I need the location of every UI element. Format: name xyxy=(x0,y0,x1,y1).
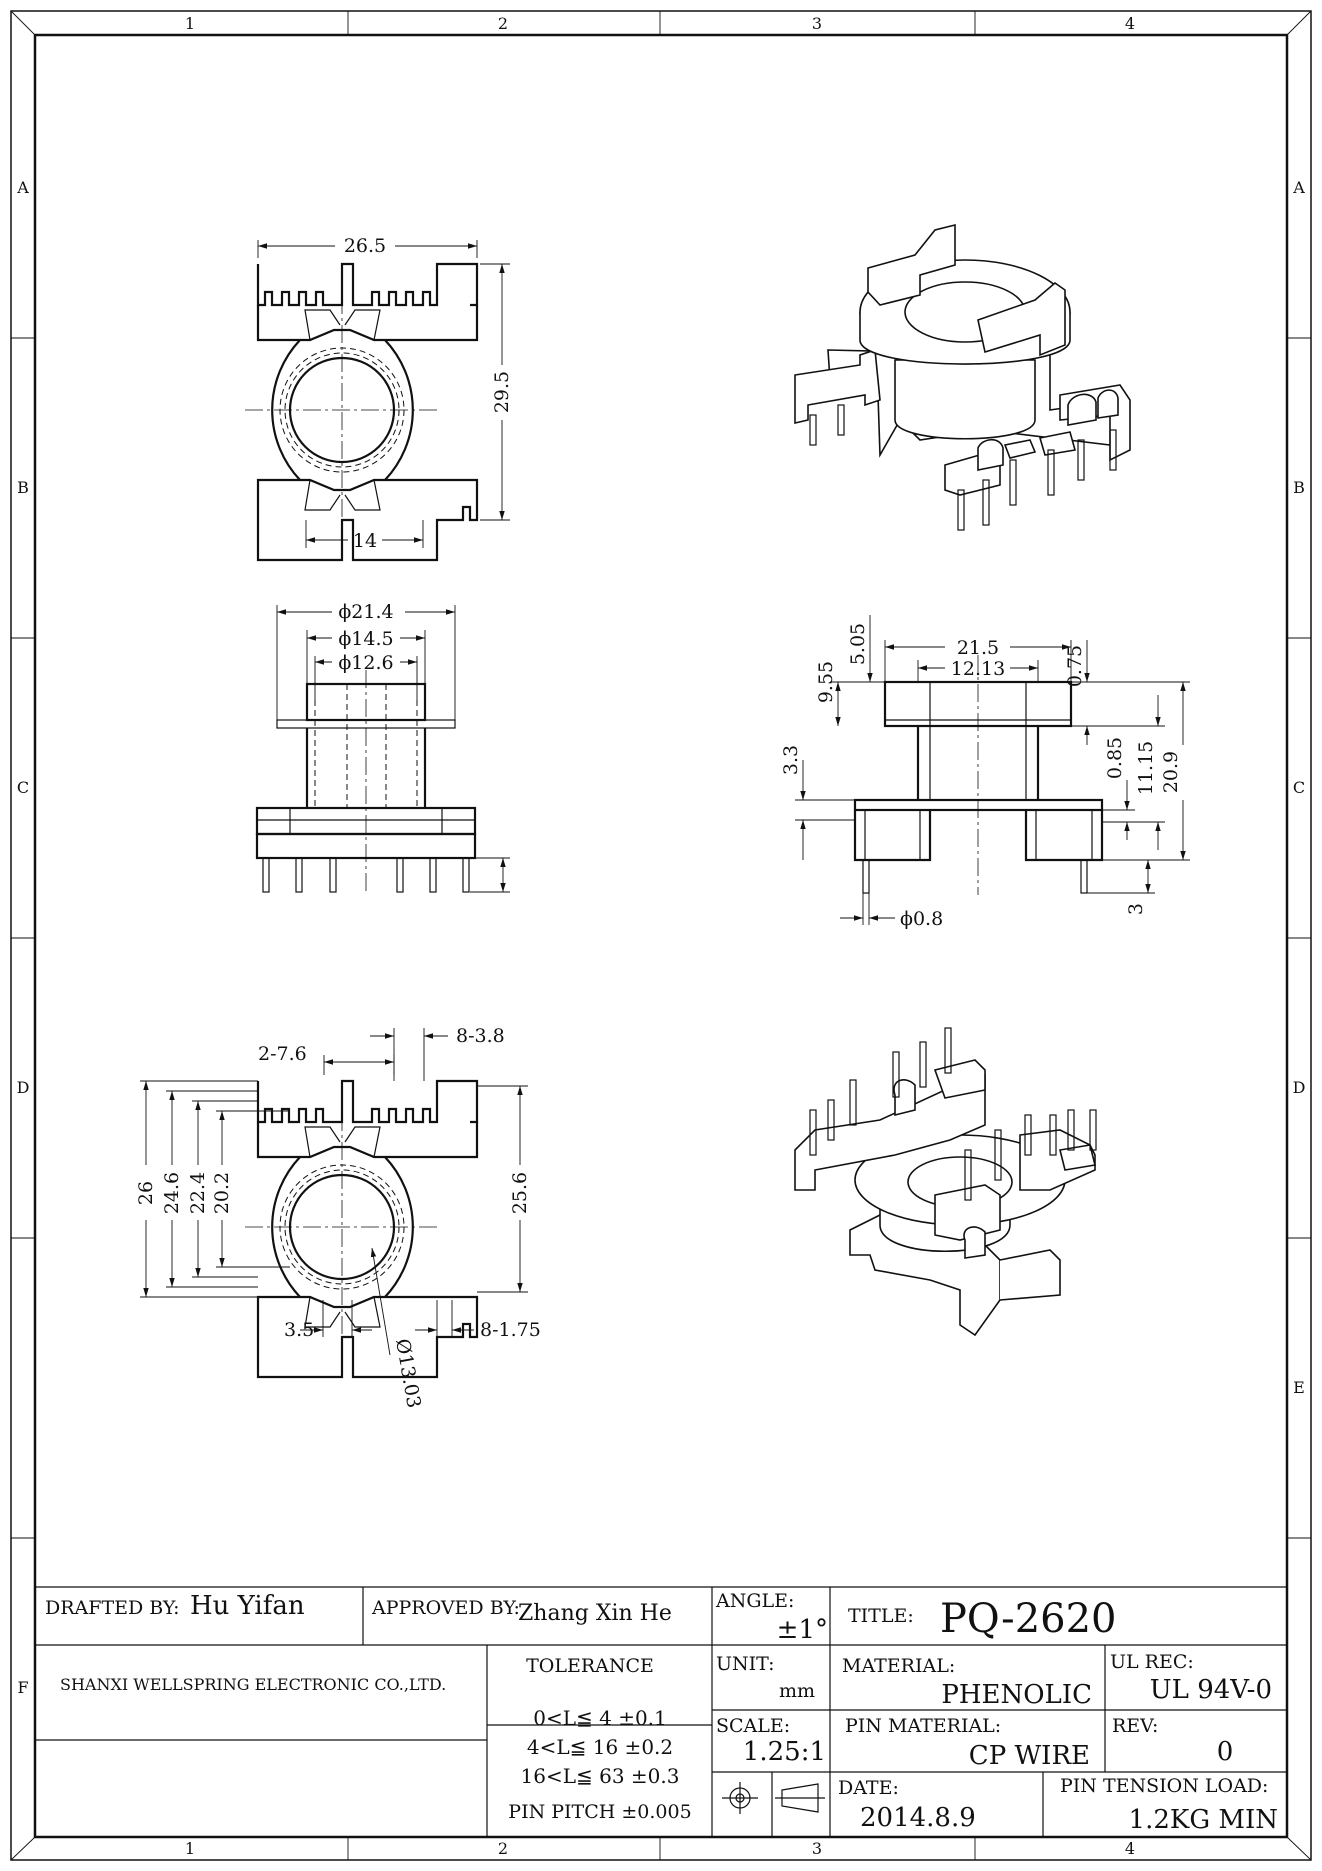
dim-bottom-8-1-75: 8-1.75 xyxy=(480,1319,541,1341)
iso-view-upper xyxy=(794,223,1131,531)
zone-col-2-top: 2 xyxy=(498,14,508,33)
iso-view-lower xyxy=(794,1027,1097,1337)
rev-label: REV: xyxy=(1112,1715,1158,1737)
top-view: 26.5 29.5 14 xyxy=(243,235,513,562)
unit-value: mm xyxy=(779,1680,815,1702)
dim-front-inner-diameter: ϕ12.6 xyxy=(338,652,393,674)
title-label: TITLE: xyxy=(848,1605,914,1627)
zone-col-1-top: 1 xyxy=(185,14,195,33)
material-label: MATERIAL: xyxy=(842,1655,955,1677)
title-value: PQ-2620 xyxy=(940,1596,1116,1642)
dim-bottom-2-7-6: 2-7.6 xyxy=(258,1043,307,1065)
ul-rec-value: UL 94V-0 xyxy=(1150,1675,1272,1705)
title-block: DRAFTED BY: Hu Yifan APPROVED BY: Zhang … xyxy=(35,1586,1287,1837)
dim-bottom-8-3-8: 8-3.8 xyxy=(456,1025,505,1047)
date-value: 2014.8.9 xyxy=(860,1803,976,1833)
dim-front-outer-diameter: ϕ21.4 xyxy=(338,601,393,623)
pin-tension-value: 1.2KG MIN xyxy=(1129,1805,1278,1835)
zone-row-a-right: A xyxy=(1292,178,1305,197)
sheet-frame xyxy=(10,10,1312,1861)
unit-label: UNIT: xyxy=(716,1653,775,1675)
pin-material-label: PIN MATERIAL: xyxy=(845,1715,1001,1737)
zone-row-f-left: F xyxy=(17,1678,28,1697)
dim-bottom-20-2: 20.2 xyxy=(211,1172,233,1214)
zone-row-c-left: C xyxy=(17,778,29,797)
dim-side-11-15: 11.15 xyxy=(1135,741,1157,795)
dim-side-0-85: 0.85 xyxy=(1104,737,1126,779)
dim-bottom-25-6: 25.6 xyxy=(509,1172,531,1214)
ul-rec-label: UL REC: xyxy=(1110,1651,1194,1673)
pin-pitch: PIN PITCH ±0.005 xyxy=(508,1801,691,1823)
zone-row-d-right: D xyxy=(1293,1078,1306,1097)
dim-side-flange-width: 21.5 xyxy=(957,637,999,659)
dim-side-20-9: 20.9 xyxy=(1160,751,1182,793)
tolerance-row-1: 0<L≦ 4 ±0.1 xyxy=(533,1706,667,1730)
zone-labels: 1 2 3 4 1 2 3 4 A B C D F A B C D E xyxy=(16,14,1305,1858)
approved-by-value: Zhang Xin He xyxy=(518,1601,672,1626)
material-value: PHENOLIC xyxy=(941,1680,1092,1710)
dim-bottom-3-5: 3.5 xyxy=(284,1319,314,1341)
zone-row-b-right: B xyxy=(1293,478,1305,497)
zone-col-3-top: 3 xyxy=(812,14,822,33)
dim-side-3: 3 xyxy=(1125,903,1147,915)
drafted-by-label: DRAFTED BY: xyxy=(45,1597,179,1619)
zone-row-a-left: A xyxy=(16,178,29,197)
tolerance-label: TOLERANCE xyxy=(526,1655,654,1677)
approved-by-label: APPROVED BY: xyxy=(371,1597,520,1619)
zone-col-3-bottom: 3 xyxy=(812,1839,822,1858)
dim-side-5-05: 5.05 xyxy=(847,623,869,665)
zone-col-2-bottom: 2 xyxy=(498,1839,508,1858)
zone-col-4-bottom: 4 xyxy=(1125,1839,1135,1858)
angle-value: ±1° xyxy=(777,1615,828,1645)
tolerance-row-2: 4<L≦ 16 ±0.2 xyxy=(527,1735,673,1759)
zone-row-c-right: C xyxy=(1293,778,1305,797)
rev-value: 0 xyxy=(1217,1737,1234,1767)
company-name: SHANXI WELLSPRING ELECTRONIC CO.,LTD. xyxy=(60,1675,446,1694)
tolerance-row-3: 16<L≦ 63 ±0.3 xyxy=(521,1764,680,1788)
scale-label: SCALE: xyxy=(716,1715,790,1737)
bottom-view: 2-7.6 8-3.8 26 24.6 22.4 20.2 xyxy=(135,1025,541,1410)
zone-row-e-right: E xyxy=(1293,1378,1305,1397)
zone-col-1-bottom: 1 xyxy=(185,1839,195,1858)
dim-bottom-13-03: Ø13.03 xyxy=(391,1337,425,1410)
zone-row-b-left: B xyxy=(17,478,29,497)
dim-side-9-55: 9.55 xyxy=(815,661,837,703)
dim-side-pin-diameter: ϕ0.8 xyxy=(900,908,943,930)
dim-bottom-26: 26 xyxy=(135,1181,157,1205)
scale-value: 1.25:1 xyxy=(743,1737,826,1767)
pin-tension-label: PIN TENSION LOAD: xyxy=(1060,1775,1268,1797)
dim-top-height: 29.5 xyxy=(491,371,513,413)
dim-side-0-75: 0.75 xyxy=(1064,645,1086,687)
dim-bottom-22-4: 22.4 xyxy=(187,1172,209,1214)
dim-top-pin-span: 14 xyxy=(353,530,377,552)
dim-bottom-24-6: 24.6 xyxy=(161,1172,183,1214)
drafted-by-value: Hu Yifan xyxy=(190,1591,305,1621)
dim-side-core-width: 12.13 xyxy=(951,658,1005,680)
date-label: DATE: xyxy=(838,1777,899,1799)
zone-col-4-top: 4 xyxy=(1125,14,1135,33)
pin-material-value: CP WIRE xyxy=(969,1741,1090,1771)
zone-row-d-left: D xyxy=(17,1078,30,1097)
side-view: 21.5 12.13 5.05 9.55 0.75 3.3 0.85 xyxy=(780,615,1190,930)
angle-label: ANGLE: xyxy=(715,1590,794,1612)
projection-symbol xyxy=(722,1782,825,1814)
front-view: ϕ21.4 ϕ14.5 ϕ12.6 xyxy=(255,601,510,895)
dim-top-width: 26.5 xyxy=(344,235,386,257)
dim-front-flange-diameter: ϕ14.5 xyxy=(338,628,393,650)
dim-side-3-3: 3.3 xyxy=(780,745,802,775)
